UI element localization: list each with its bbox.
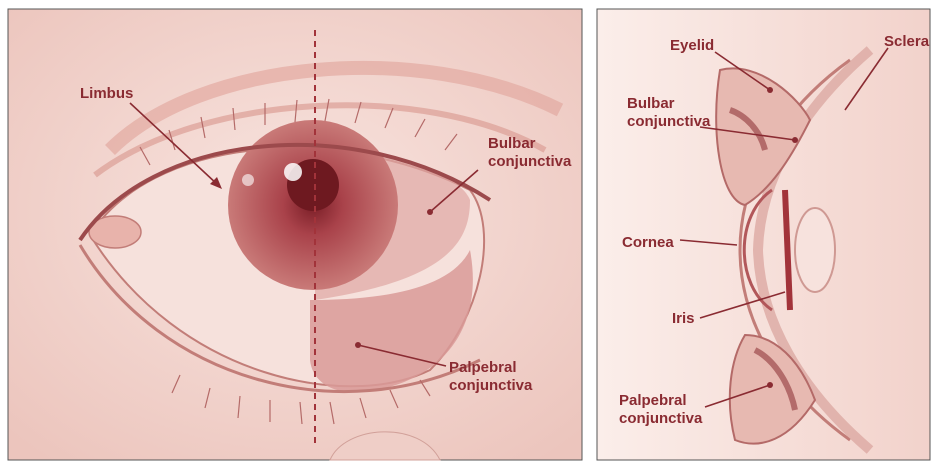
palpebral-label-line1: Palpebral	[449, 359, 517, 376]
right-panel: Eyelid Sclera Bulbar conjunctiva Cornea …	[597, 9, 930, 460]
bulbar-label-right-line2: conjunctiva	[627, 113, 711, 130]
palpebral-label-right-line1: Palpebral	[619, 392, 687, 409]
bulbar-label-line1: Bulbar	[488, 135, 536, 152]
corneal-reflection	[284, 163, 302, 181]
bulbar-dot-left	[427, 209, 433, 215]
eyelid-label: Eyelid	[670, 37, 714, 54]
palpebral-dot-right	[767, 382, 773, 388]
iris-label: Iris	[672, 310, 695, 327]
bulbar-label-line2: conjunctiva	[488, 153, 572, 170]
eyelid-dot	[767, 87, 773, 93]
palpebral-label-right-line2: conjunctiva	[619, 410, 703, 427]
sclera-label: Sclera	[884, 33, 930, 50]
cornea-label: Cornea	[622, 234, 674, 251]
corneal-reflection-small	[242, 174, 254, 186]
left-panel: Limbus Bulbar conjunctiva Palpebral conj…	[8, 9, 582, 460]
palpebral-dot-left	[355, 342, 361, 348]
limbus-label: Limbus	[80, 85, 133, 102]
bulbar-label-right-line1: Bulbar	[627, 95, 675, 112]
palpebral-label-line2: conjunctiva	[449, 377, 533, 394]
lens	[795, 208, 835, 292]
bulbar-dot-right	[792, 137, 798, 143]
